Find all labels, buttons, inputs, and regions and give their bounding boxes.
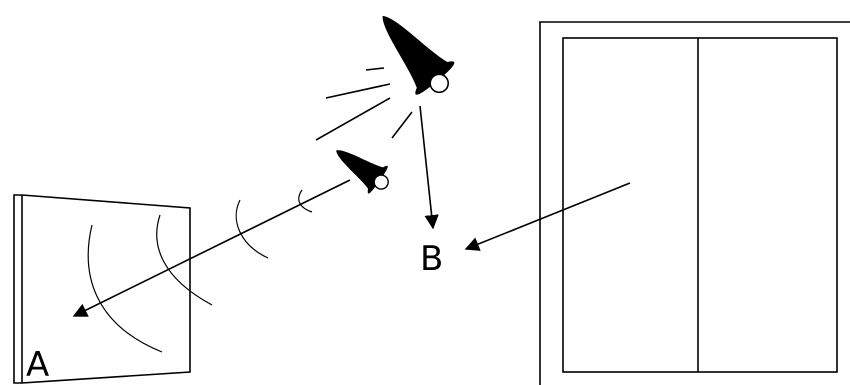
right-cabinet	[539, 21, 850, 385]
arrow-lamp-to-b	[419, 105, 439, 230]
label-b: B	[420, 239, 443, 279]
arrows	[72, 105, 631, 317]
large-lamp-icon	[382, 15, 455, 95]
arrow-lamp-to-a	[72, 179, 351, 317]
arrow-cabinet-to-b	[464, 182, 631, 251]
light-rays	[315, 67, 413, 141]
small-lamp-icon	[336, 150, 389, 194]
label-a: A	[26, 345, 49, 385]
sound-waves	[235, 189, 313, 259]
left-panel	[13, 194, 213, 384]
